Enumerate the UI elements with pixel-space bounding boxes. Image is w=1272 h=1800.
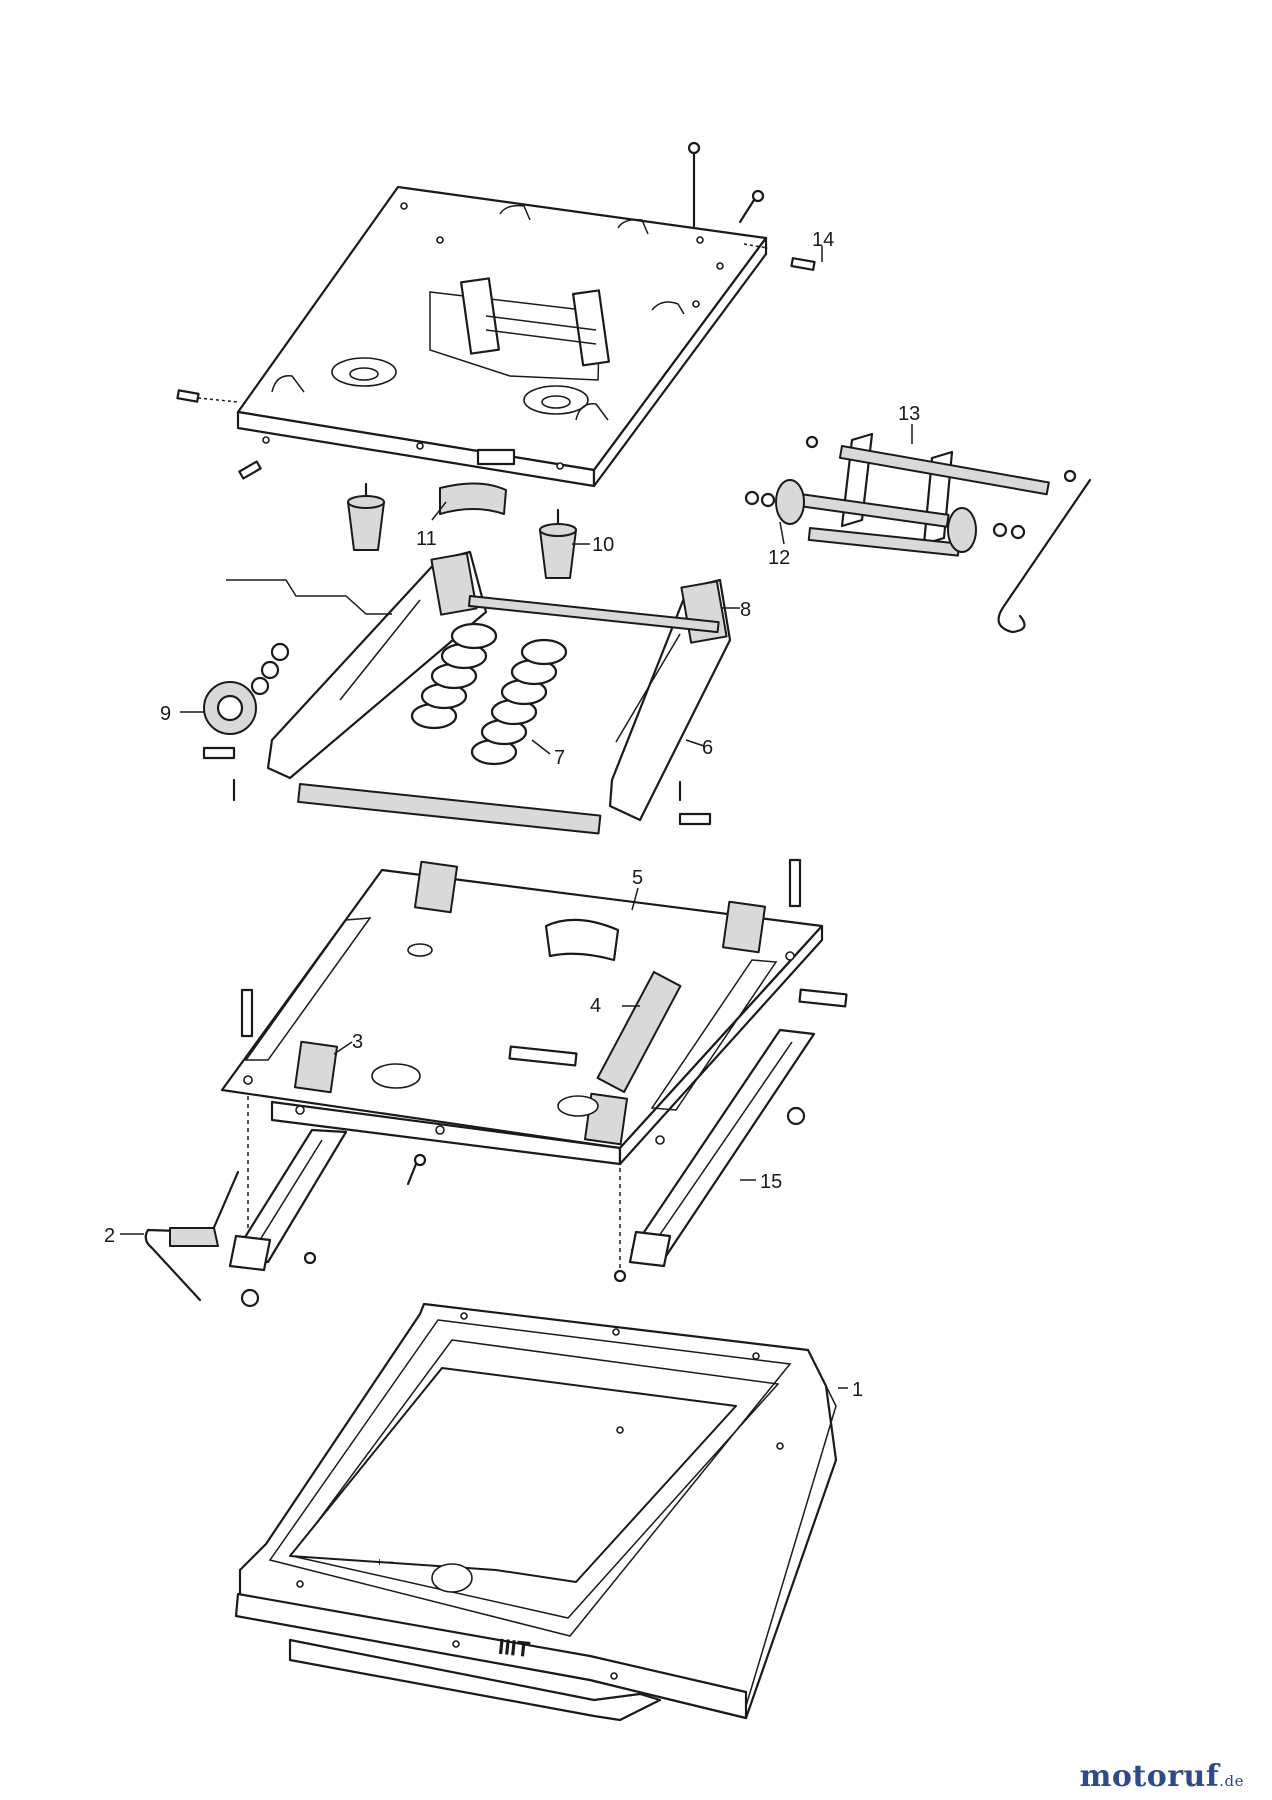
callout-12: 12 [768, 547, 790, 569]
callout-13: 13 [898, 403, 920, 425]
callout-7: 7 [554, 747, 565, 769]
base-housing: + − IIIT [234, 1302, 838, 1722]
callout-4: 4 [590, 995, 601, 1017]
rubber-buffers [347, 482, 577, 579]
callout-8: 8 [740, 599, 751, 621]
callout-5: 5 [632, 867, 643, 889]
top-seat-plate [176, 141, 816, 488]
callout-9: 9 [160, 703, 171, 725]
engraving-plus-minus: + − [376, 1555, 393, 1569]
watermark-brand: motoruf [1079, 1759, 1220, 1794]
slide-rails [228, 1028, 816, 1308]
roller-shaft-assembly [744, 432, 1092, 634]
callout-10: 10 [592, 534, 614, 556]
watermark-suffix: .de [1219, 1772, 1244, 1790]
callout-15: 15 [760, 1171, 782, 1193]
adjustment-lever [144, 1170, 240, 1302]
callout-3: 3 [352, 1031, 363, 1053]
callout-11: 11 [416, 528, 437, 550]
callouts: 1 2 3 4 5 6 7 8 9 10 11 12 13 14 15 [104, 229, 920, 1401]
callout-14: 14 [812, 229, 834, 251]
scissor-frame [202, 550, 732, 835]
callout-6: 6 [702, 737, 713, 759]
watermark-logo: motoruf.de [1080, 1759, 1244, 1794]
callout-1: 1 [852, 1379, 863, 1401]
callout-2: 2 [104, 1225, 115, 1247]
engraving-brand-mark: IIIT [497, 1634, 532, 1662]
lower-seat-frame [220, 858, 848, 1270]
